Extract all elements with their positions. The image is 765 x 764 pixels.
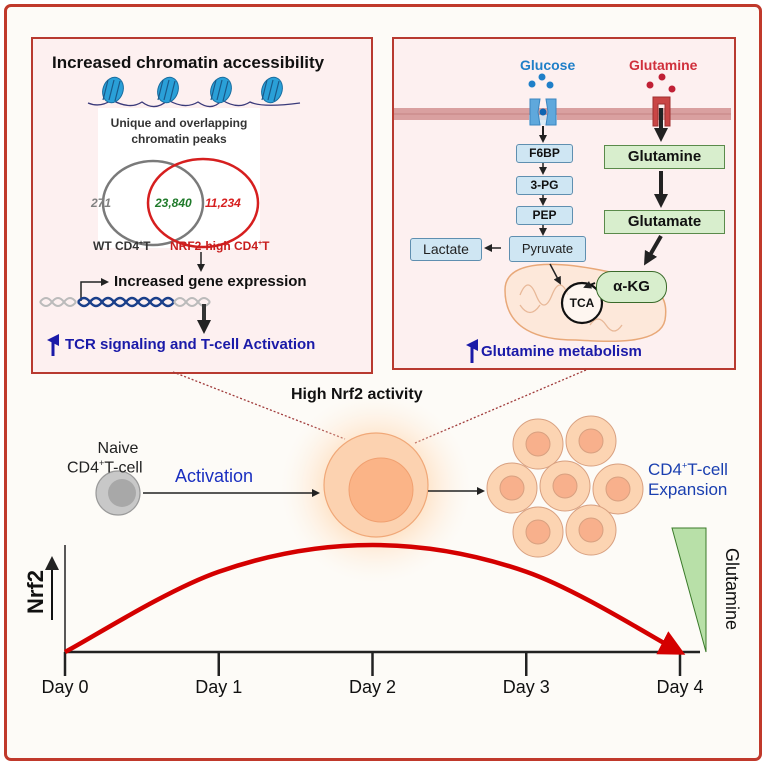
x-tick-label-3: Day 3 xyxy=(502,677,550,697)
gene-expression-label: Increased gene expression xyxy=(114,273,307,290)
naive-cd4-text: CD4 xyxy=(67,459,100,477)
nrf2-chart xyxy=(45,542,700,676)
metabolite-pyruvate: Pyruvate xyxy=(509,236,586,262)
wt-label-sup: + xyxy=(139,240,144,247)
promoter-arrow-icon xyxy=(80,278,109,301)
metabolite-f6bp: F6BP xyxy=(516,144,573,163)
venn-background xyxy=(98,108,260,248)
glucose-label: Glucose xyxy=(520,57,576,73)
y-axis-label: Nrf2 xyxy=(23,570,48,615)
metabolite-glutamate: Glutamate xyxy=(604,210,725,234)
glutamine-gradient-label: Glutamine xyxy=(722,547,742,631)
metabolite-glutamine: Glutamine xyxy=(604,145,725,169)
naive-label-line2: CD4+T-cell xyxy=(67,458,143,477)
x-tick-label-2: Day 2 xyxy=(348,677,397,697)
venn-nrf2-only-count: 11,234 xyxy=(205,196,241,210)
x-tick-label-1: Day 1 xyxy=(195,677,243,697)
naive-sup: + xyxy=(99,458,105,468)
tcr-activation-label: TCR signaling and T-cell Activation xyxy=(65,336,316,353)
zoom-line-right xyxy=(414,369,587,444)
expanded-cells-icon xyxy=(486,415,644,558)
glucose-transporter-icon xyxy=(529,98,557,126)
glutamine-transporter-icon xyxy=(652,96,671,127)
glutamine-extracellular-label: Glutamine xyxy=(629,57,698,73)
glutamine-molecules-icon xyxy=(646,73,676,93)
metabolite-lactate: Lactate xyxy=(410,238,482,261)
glucose-molecules-icon xyxy=(528,73,554,89)
high-nrf2-label: High Nrf2 activity xyxy=(291,386,423,403)
venn-overlap-count: 23,840 xyxy=(155,196,192,210)
activation-label: Activation xyxy=(175,466,254,486)
expansion-label-line1: CD4+T-cell xyxy=(648,460,728,480)
expansion-cd4-text: CD4 xyxy=(648,460,683,479)
expansion-sup: + xyxy=(682,460,688,471)
venn-wt-only-count: 271 xyxy=(91,196,112,210)
expansion-label-line2: Expansion xyxy=(648,480,728,499)
venn-wt-circle xyxy=(101,159,205,247)
expansion-tcell-text: T-cell xyxy=(687,460,728,479)
arrow-pyruvate-to-tca xyxy=(549,263,561,285)
metabolite-3pg: 3-PG xyxy=(516,176,573,195)
glutamine-gradient-icon xyxy=(671,527,707,653)
wt-label-post: T xyxy=(143,239,151,253)
nrf2-label-text: NRF2-high CD4 xyxy=(170,239,258,253)
x-tick-label-0: Day 0 xyxy=(41,677,89,697)
venn-nrf2-label: NRF2-high CD4+T xyxy=(170,239,269,253)
tca-label: TCA xyxy=(569,296,595,310)
arrow-glutamate-to-akg xyxy=(644,235,663,266)
venn-nrf2-circle xyxy=(146,157,260,249)
chromatin-title: Increased chromatin accessibility xyxy=(52,53,325,72)
naive-tcell-text: T-cell xyxy=(104,459,143,477)
glutamine-metabolism-label: Glutamine metabolism xyxy=(481,343,642,360)
wt-label-text: WT CD4 xyxy=(93,239,139,253)
nucleosome-chain-icon xyxy=(87,76,301,108)
activated-cell-icon xyxy=(323,432,429,538)
venn-wt-label: WT CD4+T xyxy=(93,239,150,253)
tca-cycle-icon xyxy=(560,281,604,325)
venn-title-line2: chromatin peaks xyxy=(131,132,227,146)
naive-cell-icon xyxy=(95,470,141,516)
metabolite-pep: PEP xyxy=(516,206,573,225)
metabolite-alpha-kg: α-KG xyxy=(596,271,667,303)
venn-title-line1: Unique and overlapping xyxy=(110,116,248,130)
x-tick-label-4: Day 4 xyxy=(656,677,704,697)
naive-label-line1: Naive xyxy=(97,440,139,457)
nrf2-label-post: T xyxy=(262,239,270,253)
nrf2-label-sup: + xyxy=(258,240,263,247)
arrow-akg-to-tca xyxy=(583,281,596,289)
